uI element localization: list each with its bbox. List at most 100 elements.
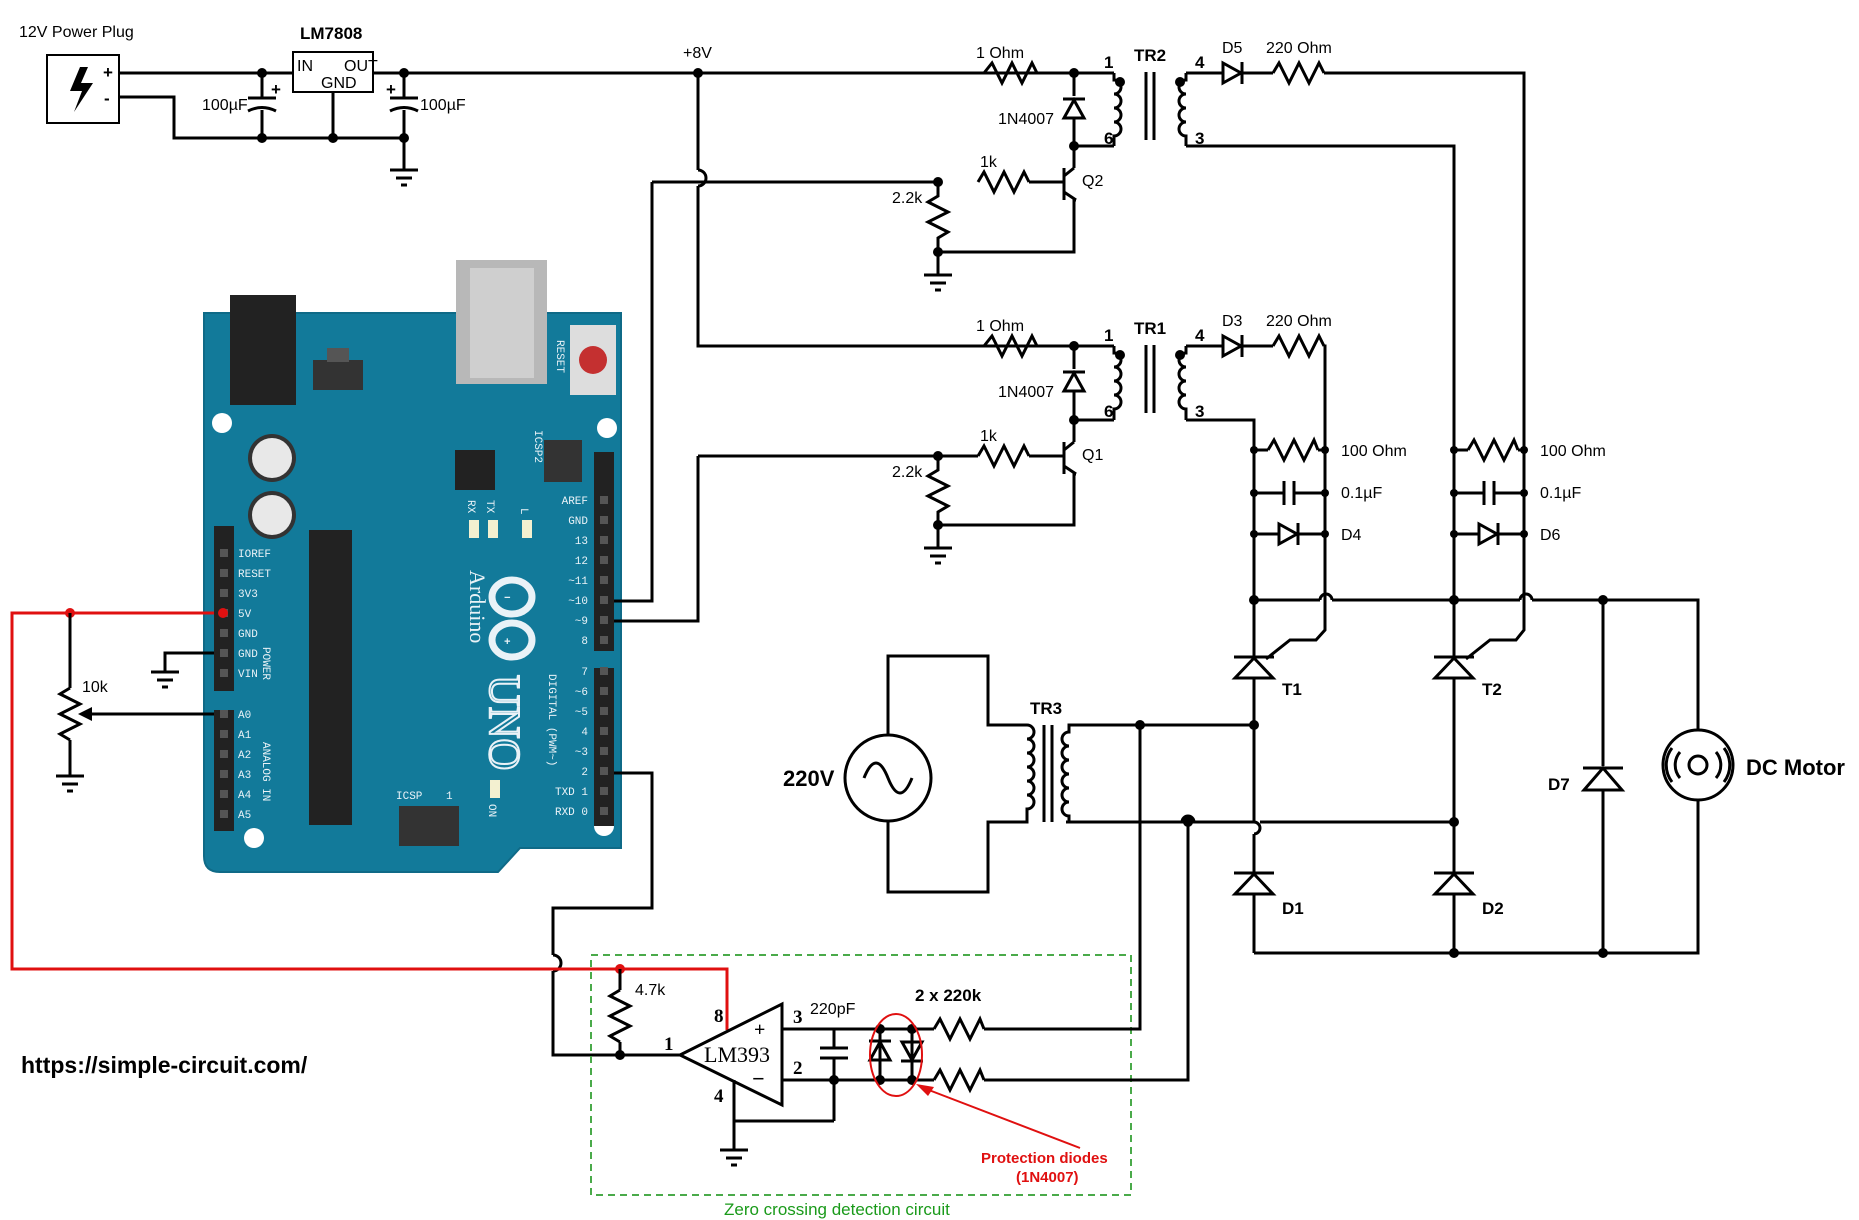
header-pin-digital-bot-1[interactable] [600,687,608,695]
c01-right-label: 0.1µF [1540,485,1581,502]
header-pin-digital-top-2[interactable] [600,536,608,544]
thyristor-bridge: T1 T2 D1 D2 D7 DC Motor [1066,590,1845,958]
r220-bot-label: 220 Ohm [1266,313,1332,330]
pin-label-power-5: GND [238,649,258,661]
tr2-pin6: 6 [1104,129,1113,148]
header-pin-digital-bot-0[interactable] [600,667,608,675]
tr2-label: TR2 [1134,46,1166,65]
pin-label-analog-0: A0 [238,710,251,722]
d7-label: D7 [1548,775,1570,794]
tr3-label: TR3 [1030,699,1062,718]
pin-label-analog-3: A3 [238,770,251,782]
r1k-top-label: 1k [980,154,998,171]
header-pin-digital-top-6[interactable] [600,616,608,624]
icsp-pin-label: 1 [446,791,453,803]
pin-label-digital-top-5: ~10 [568,596,588,608]
pin-label-digital-bot-5: 2 [581,767,588,779]
cmp-plus: + [754,1019,765,1041]
tr1-driver: 1 Ohm 1N4007 1 6 TR1 4 3 D3 220 Ohm [698,313,1332,565]
reset-label: RESET [553,340,565,373]
header-pin-power-5[interactable] [220,649,228,657]
header-pin-digital-bot-7[interactable] [600,807,608,815]
potentiometer-10k: 10k [10,608,729,1030]
pin-label-power-1: RESET [238,569,271,581]
pin-label-power-4: GND [238,629,258,641]
header-pin-digital-bot-4[interactable] [600,747,608,755]
header-pin-digital-bot-5[interactable] [600,767,608,775]
r-1ohm-bot-label: 1 Ohm [976,318,1024,335]
header-pin-digital-top-4[interactable] [600,576,608,584]
dc-jack [230,295,296,405]
c01-left-label: 0.1µF [1341,485,1382,502]
motor-label: DC Motor [1746,755,1845,780]
header-pin-digital-top-1[interactable] [600,516,608,524]
analog-header-label: ANALOG IN [259,742,271,801]
reg-gnd-label: GND [321,75,357,92]
c220p-label: 220pF [810,1001,856,1018]
power-plug-label: 12V Power Plug [19,24,134,41]
r47k-label: 4.7k [635,982,666,999]
tr1-pin1: 1 [1104,326,1113,345]
header-pin-power-2[interactable] [220,589,228,597]
pin-label-digital-bot-0: 7 [581,667,588,679]
site-url[interactable]: https://simple-circuit.com/ [21,1052,308,1078]
header-pin-power-6[interactable] [220,669,228,677]
header-pin-analog-5[interactable] [220,810,228,818]
motor-icon [1661,728,1735,802]
regulator-label: LM7808 [300,24,362,43]
cmp-pin2: 2 [793,1058,803,1079]
prot-diodes-label: Protection diodes [981,1150,1108,1167]
header-pin-analog-4[interactable] [220,790,228,798]
tr1-pin4: 4 [1195,326,1205,345]
header-pin-digital-bot-6[interactable] [600,787,608,795]
header-pin-analog-2[interactable] [220,750,228,758]
cmp-pin3: 3 [793,1007,803,1028]
protection-highlight [869,1013,923,1097]
pin-label-power-6: VIN [238,669,258,681]
q1-label: Q1 [1082,447,1103,464]
header-pin-digital-bot-3[interactable] [600,727,608,735]
power-supply: + - 12V Power Plug + 100µF + 100µF LM780… [19,24,1114,187]
svg-text:+: + [504,637,511,649]
zc-caption: Zero crossing detection circuit [724,1200,950,1219]
lm7808-regulator [292,51,374,93]
arduino-uno-board: RESET ICSP 1 ICSP2 RX TX L ON − + [203,260,622,873]
header-pin-analog-3[interactable] [220,770,228,778]
r2k2-top-label: 2.2k [892,190,923,207]
header-pin-power-1[interactable] [220,569,228,577]
digital-header-top [594,452,614,651]
header-pin-digital-top-0[interactable] [600,496,608,504]
pin-label-digital-bot-2: ~5 [575,707,588,719]
atmega-chip [309,530,352,825]
header-pin-analog-0[interactable] [220,710,228,718]
header-pin-power-4[interactable] [220,629,228,637]
tr1-label: TR1 [1134,319,1166,338]
icsp-label: ICSP [396,791,423,803]
header-pin-digital-top-3[interactable] [600,556,608,564]
tr2-driver: 1 Ohm 1N4007 1 6 TR2 4 3 D5 220 Ohm [655,40,1526,450]
prot-diodes-part: (1N4007) [1016,1169,1079,1186]
header-pin-digital-top-7[interactable] [600,636,608,644]
tr2-pin4: 4 [1195,53,1205,72]
header-pin-digital-top-5[interactable] [600,596,608,604]
d1-label: D1 [1282,899,1304,918]
cap-out-plus: + [386,80,396,99]
reg-out-label: OUT [344,58,378,75]
tr2-pin1: 1 [1104,53,1113,72]
on-label: ON [485,804,497,817]
header-pin-digital-bot-2[interactable] [600,707,608,715]
header-pin-analog-1[interactable] [220,730,228,738]
ac-source-label: 220V [783,766,835,791]
cmp-minus: − [752,1066,765,1091]
pin-label-digital-top-6: ~9 [575,616,588,628]
tx-label: TX [483,500,495,514]
pin-label-power-3: 5V [238,609,252,621]
t2-label: T2 [1482,680,1502,699]
pin-label-digital-top-2: 13 [575,536,588,548]
header-pin-power-0[interactable] [220,549,228,557]
pin-label-analog-1: A1 [238,730,252,742]
pin-label-analog-2: A2 [238,750,251,762]
r100-right-label: 100 Ohm [1540,443,1606,460]
arduino-pin-labels: IOREFRESET3V35VGNDGNDVINA0A1A2A3A4A5AREF… [220,496,608,822]
cap-100uf-out: + [386,80,419,113]
